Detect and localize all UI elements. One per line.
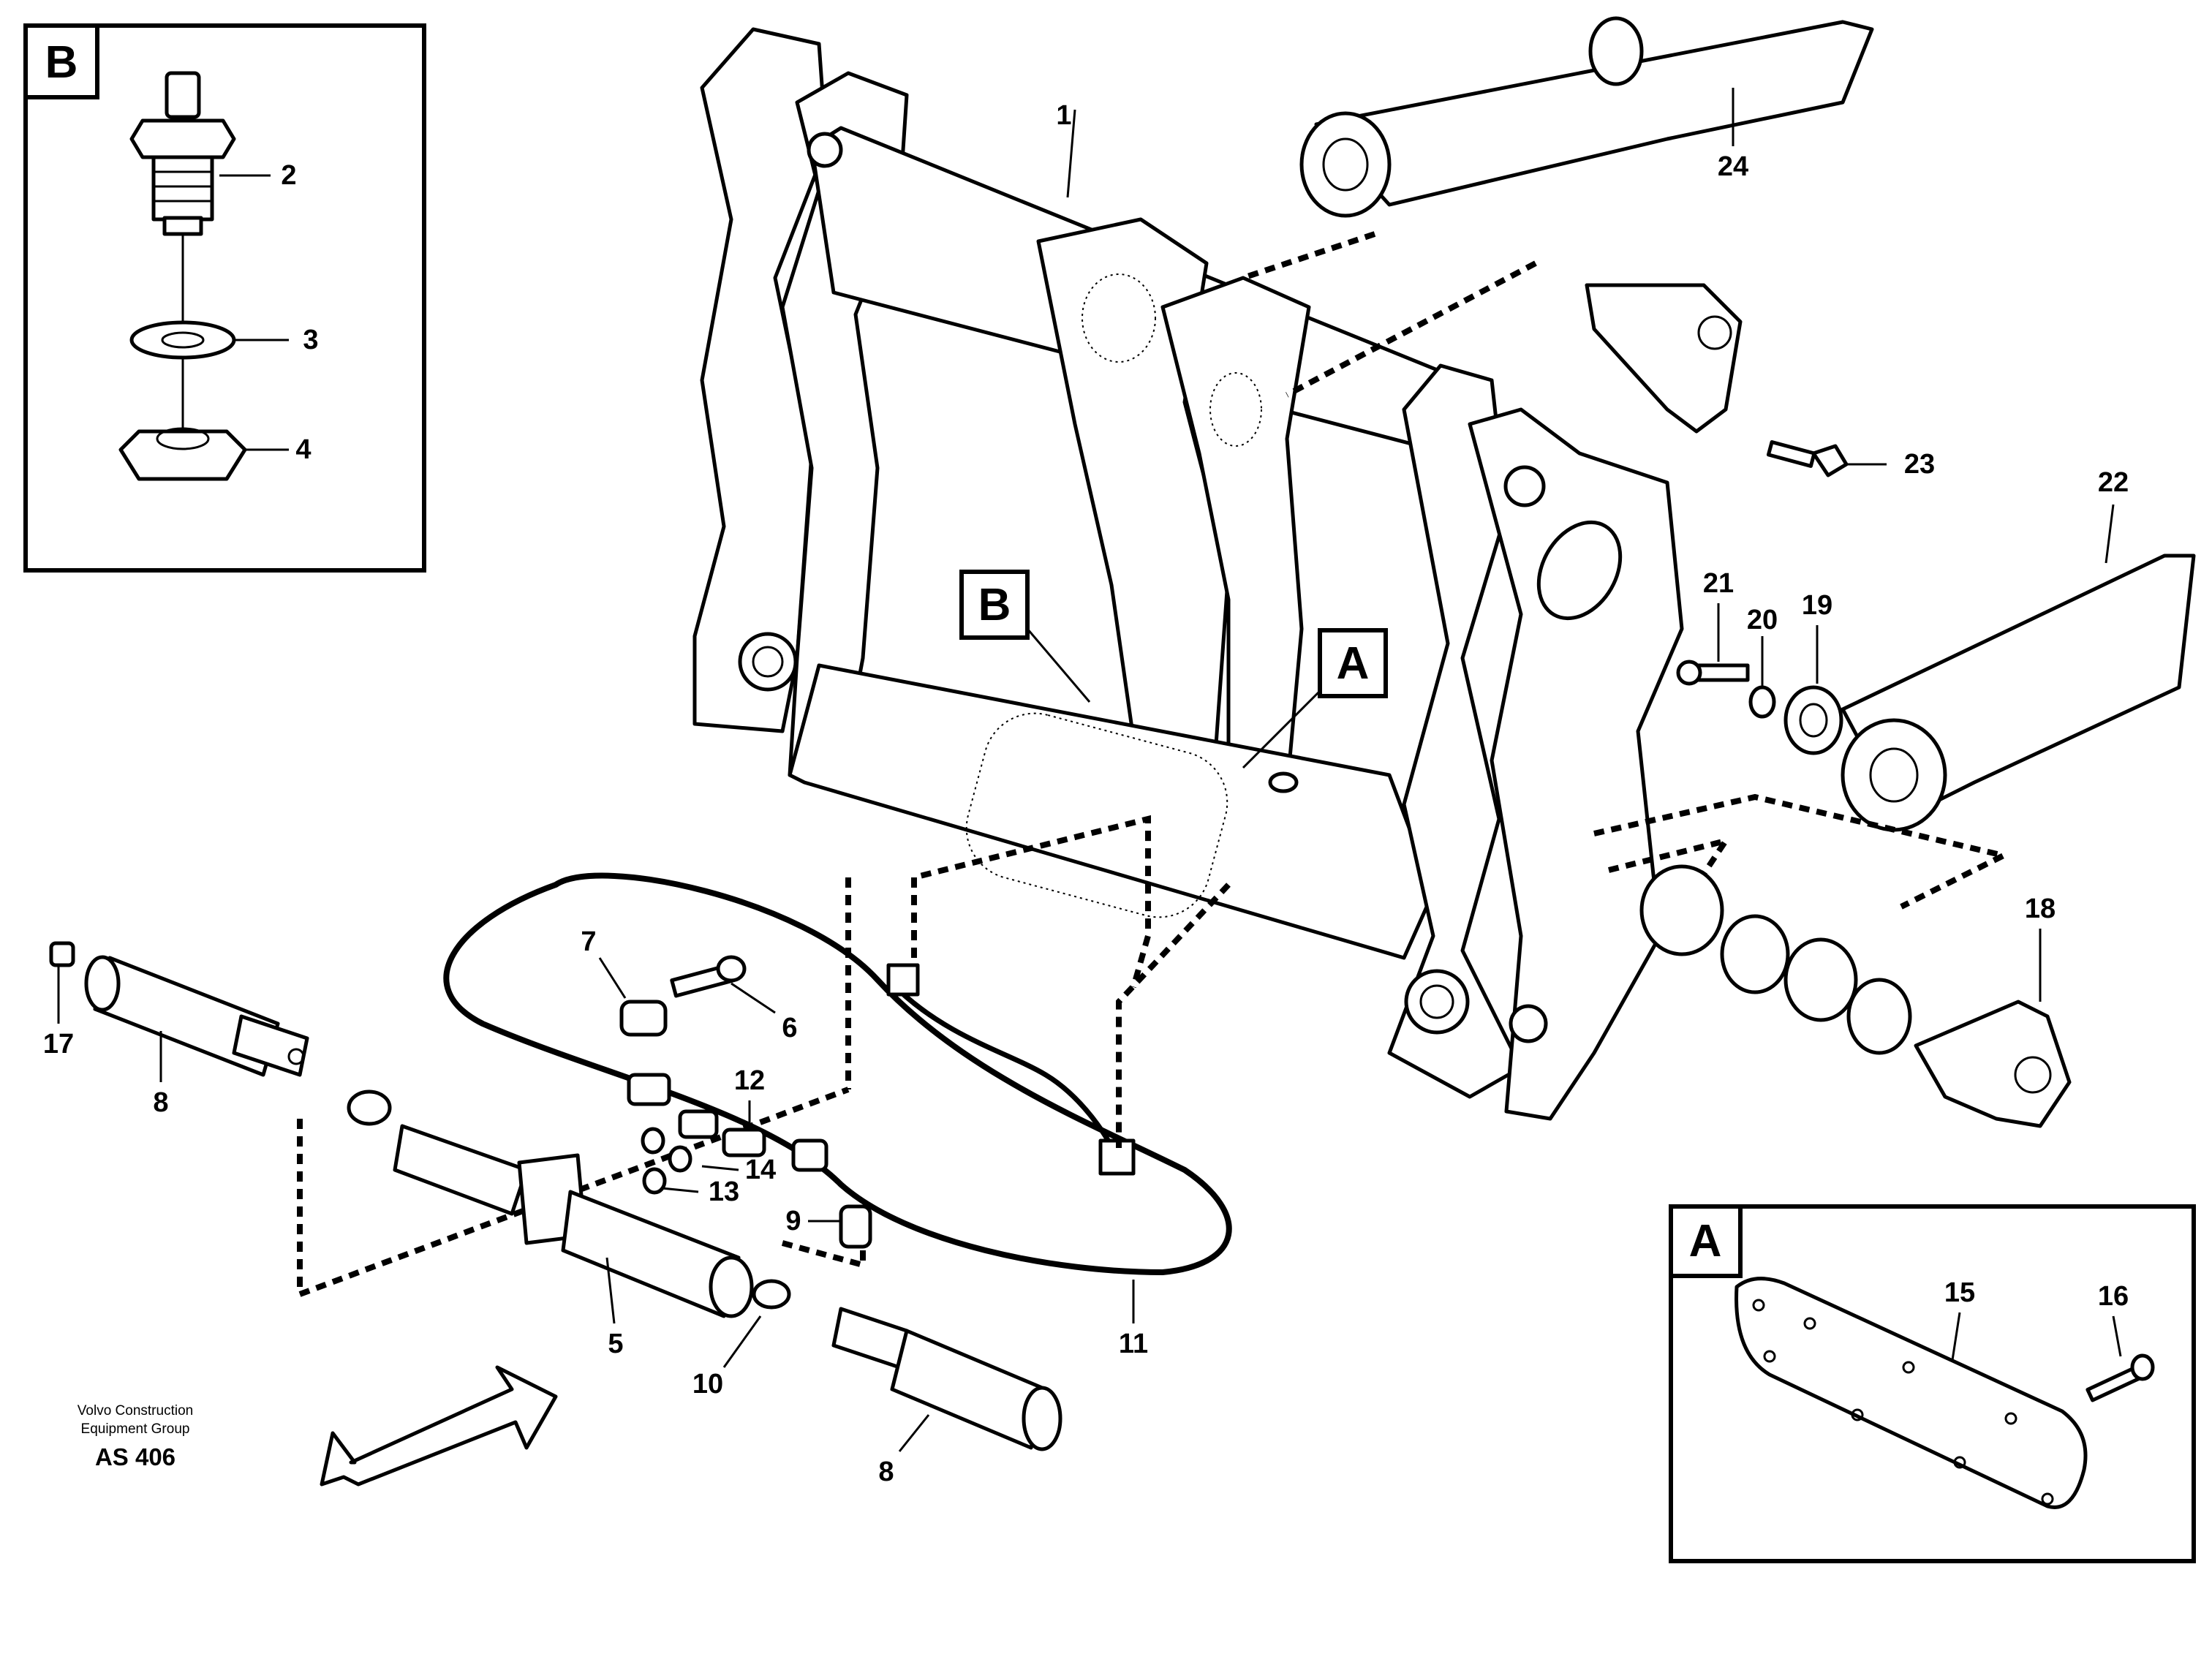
seal-ring-part-14	[668, 1145, 692, 1173]
fitting-elbow	[678, 1109, 719, 1139]
callout-17: 17	[43, 1029, 74, 1059]
washer-part-20	[1748, 685, 1776, 719]
callout-5: 5	[608, 1329, 623, 1359]
callout-9: 9	[785, 1206, 801, 1236]
upper-arm-part-24	[1299, 16, 1874, 218]
pin-plate	[1585, 283, 1743, 434]
callout-13: 13	[709, 1176, 739, 1207]
lug-plate	[1639, 864, 1724, 956]
attachment-bracket-part-1	[692, 27, 1684, 1121]
bushing-part-19	[1783, 685, 1843, 755]
callout-11: 11	[1119, 1329, 1148, 1359]
callout-8-left: 8	[153, 1087, 168, 1118]
bolt-part-21	[1676, 660, 1750, 686]
hose-fitting-left	[791, 1138, 828, 1172]
callout-10: 10	[692, 1369, 723, 1400]
cylinder-part-5	[347, 1089, 754, 1318]
direction-arrow-icon	[320, 1365, 558, 1487]
callout-3: 3	[303, 325, 318, 355]
bushing-left	[1720, 914, 1790, 994]
credit-line-1: Volvo Construction	[78, 1403, 193, 1419]
inset-a: A 15 16	[1669, 1204, 2196, 1563]
inset-b-label: B	[45, 37, 78, 88]
callout-14: 14	[745, 1155, 776, 1185]
nut-part-4	[118, 427, 247, 481]
bolt-part-6	[670, 955, 747, 998]
svg-text:A: A	[1337, 638, 1370, 689]
bushing-middle	[1783, 937, 1858, 1022]
callout-18: 18	[2025, 894, 2056, 924]
callout-1: 1	[1056, 100, 1071, 131]
hose-fitting-upper	[886, 963, 920, 997]
callout-19: 19	[1802, 590, 1832, 621]
credit-line-2: Equipment Group	[81, 1421, 190, 1437]
fitting-part-12	[722, 1127, 766, 1157]
lower-arm-part-22	[1841, 554, 2196, 832]
callout-4: 4	[295, 434, 311, 465]
fitting-adapter	[627, 1073, 671, 1106]
bushing-right	[1846, 978, 1912, 1055]
callout-20: 20	[1747, 605, 1778, 635]
detail-marker-b: B	[959, 570, 1091, 703]
callout-24: 24	[1718, 151, 1748, 182]
lock-pin-part-8-left	[84, 955, 309, 1077]
callout-23: 23	[1904, 449, 1935, 480]
hose-part-11	[443, 872, 1232, 1276]
fitting-part-2	[129, 71, 236, 236]
callout-12: 12	[734, 1065, 765, 1096]
spacer-part-7	[619, 1000, 668, 1037]
bolt-part-23	[1766, 440, 1849, 477]
seal-ring-part-13	[642, 1167, 667, 1195]
inset-a-label: A	[1689, 1216, 1722, 1266]
inset-b: B 2 3 4	[23, 23, 426, 573]
bolt-part-16	[2085, 1353, 2155, 1402]
diagram-credit: Volvo Construction Equipment Group AS 40…	[78, 1403, 193, 1470]
pin-part-18	[1914, 1000, 2072, 1128]
inset-a-label-box	[1669, 1204, 1743, 1278]
grease-nipple-part-17	[49, 941, 75, 967]
callout-2: 2	[281, 160, 296, 191]
detail-marker-a: A	[1242, 628, 1388, 769]
callout-6: 6	[782, 1013, 797, 1043]
callout-15: 15	[1944, 1277, 1975, 1308]
svg-text:B: B	[978, 580, 1011, 630]
lock-pin-part-8-right	[831, 1307, 1062, 1451]
washer-part-3	[129, 320, 236, 360]
callout-7: 7	[581, 926, 596, 957]
drawing-reference: AS 406	[95, 1443, 175, 1470]
seal-ring-upper	[641, 1127, 665, 1155]
inset-b-label-box	[23, 23, 99, 99]
cover-plate-part-15	[1735, 1277, 2088, 1509]
plug-part-9	[839, 1204, 872, 1249]
callout-21: 21	[1703, 568, 1734, 599]
callout-22: 22	[2098, 467, 2129, 498]
callout-16: 16	[2098, 1281, 2129, 1312]
washer-part-10	[752, 1279, 791, 1310]
callout-8-right: 8	[878, 1457, 894, 1487]
inset-b-frame	[23, 23, 426, 573]
